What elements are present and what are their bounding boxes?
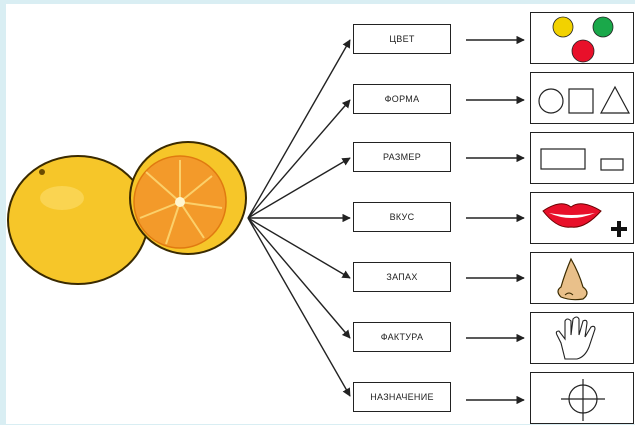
icon-box-size (530, 132, 634, 184)
label-texture: ФАКТУРА (353, 322, 451, 352)
nose-icon (531, 253, 635, 305)
colored-circles-icon (531, 13, 635, 65)
arrow-to-shape (248, 100, 350, 218)
orange-half-icon (130, 142, 246, 254)
icon-box-taste (530, 192, 634, 244)
label-taste: ВКУС (353, 202, 451, 232)
arrow-to-color (248, 40, 350, 218)
right-arrows (466, 40, 524, 400)
icon-box-smell (530, 252, 634, 304)
shapes-icon (531, 73, 635, 125)
icon-box-color (530, 12, 634, 64)
icon-box-shape (530, 72, 634, 124)
arrow-to-purpose (248, 218, 350, 396)
lips-plus-icon (531, 193, 635, 245)
hand-icon (531, 313, 635, 365)
target-crosshair-icon (531, 373, 635, 425)
fan-arrows (248, 40, 350, 396)
arrow-to-smell (248, 218, 350, 278)
arrow-to-texture (248, 218, 350, 338)
label-size: РАЗМЕР (353, 142, 451, 172)
whole-orange-icon (8, 156, 148, 284)
arrow-to-size (248, 158, 350, 218)
label-purpose: НАЗНАЧЕНИЕ (353, 382, 451, 412)
icon-box-texture (530, 312, 634, 364)
label-smell: ЗАПАХ (353, 262, 451, 292)
size-rectangles-icon (531, 133, 635, 185)
label-shape: ФОРМА (353, 84, 451, 114)
label-color: ЦВЕТ (353, 24, 451, 54)
icon-box-purpose (530, 372, 634, 424)
